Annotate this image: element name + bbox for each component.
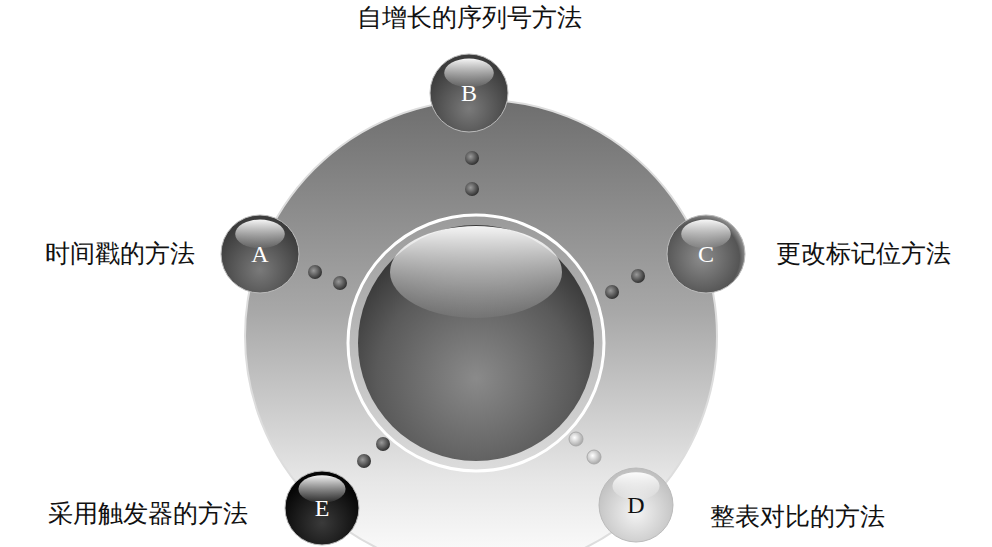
sphere-letter: C: [698, 242, 714, 266]
method-label: 采用触发器的方法: [48, 499, 248, 529]
sphere-node: D整表对比的方法: [598, 467, 674, 543]
sphere-letter: E: [315, 496, 330, 520]
method-label: 时间戳的方法: [45, 239, 195, 269]
method-label: 更改标记位方法: [776, 239, 951, 269]
method-label: 整表对比的方法: [710, 502, 885, 532]
sphere-node: C更改标记位方法: [666, 214, 746, 294]
sphere-node: E采用触发器的方法: [284, 470, 360, 546]
sphere-letter: B: [461, 81, 477, 105]
sphere-node: B自增长的序列号方法: [429, 53, 509, 133]
sphere-letter: D: [627, 493, 644, 517]
method-label: 自增长的序列号方法: [357, 3, 582, 33]
sphere-node: A时间戳的方法: [220, 214, 300, 294]
sphere-letter: A: [251, 242, 268, 266]
